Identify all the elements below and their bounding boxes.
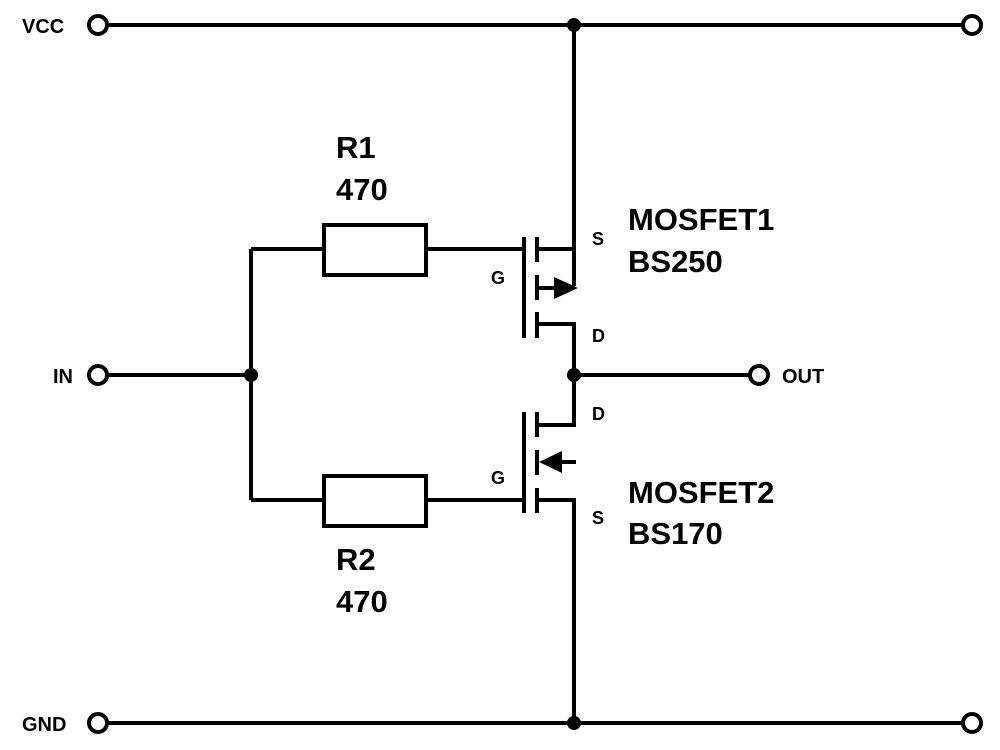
mosfet1-gate-pin-label: G: [491, 268, 505, 288]
gnd-terminal-left: [87, 712, 109, 734]
mosfet2-model-label: BS170: [628, 516, 723, 551]
r2-name-label: R2: [336, 542, 376, 577]
r1-resistor: [322, 223, 428, 277]
gnd-junction-dot: [567, 716, 581, 730]
output-junction-dot: [567, 368, 581, 382]
mosfet2-drain-pin-label: D: [592, 404, 605, 424]
r2-value-label: 470: [336, 584, 388, 619]
mosfet1-arrow: [554, 277, 578, 299]
in-label: IN: [53, 366, 73, 388]
out-label: OUT: [782, 366, 824, 388]
mosfet2-source-pin-label: S: [592, 508, 604, 528]
mosfet1-name-label: MOSFET1: [628, 202, 774, 237]
gnd-terminal-right: [961, 712, 983, 734]
mosfet1-model-label: BS250: [628, 244, 723, 279]
out-terminal: [748, 364, 770, 386]
vcc-terminal-right: [961, 14, 983, 36]
mosfet1-drain-pin-label: D: [592, 326, 605, 346]
gnd-label: GND: [22, 714, 66, 736]
vcc-junction-dot: [567, 18, 581, 32]
mosfet2-gate-pin-label: G: [491, 468, 505, 488]
input-junction-dot: [244, 368, 258, 382]
r1-name-label: R1: [336, 130, 376, 165]
r2-resistor: [322, 474, 428, 528]
r1-value-label: 470: [336, 172, 388, 207]
mosfet2-name-label: MOSFET2: [628, 475, 774, 510]
vcc-terminal-left: [87, 14, 109, 36]
vcc-label: VCC: [22, 16, 64, 38]
mosfet2-arrow: [539, 451, 562, 473]
mosfet1-symbol: [522, 237, 578, 338]
mosfet2-symbol: [522, 412, 576, 513]
mosfet1-source-pin-label: S: [592, 229, 604, 249]
in-terminal: [87, 364, 109, 386]
